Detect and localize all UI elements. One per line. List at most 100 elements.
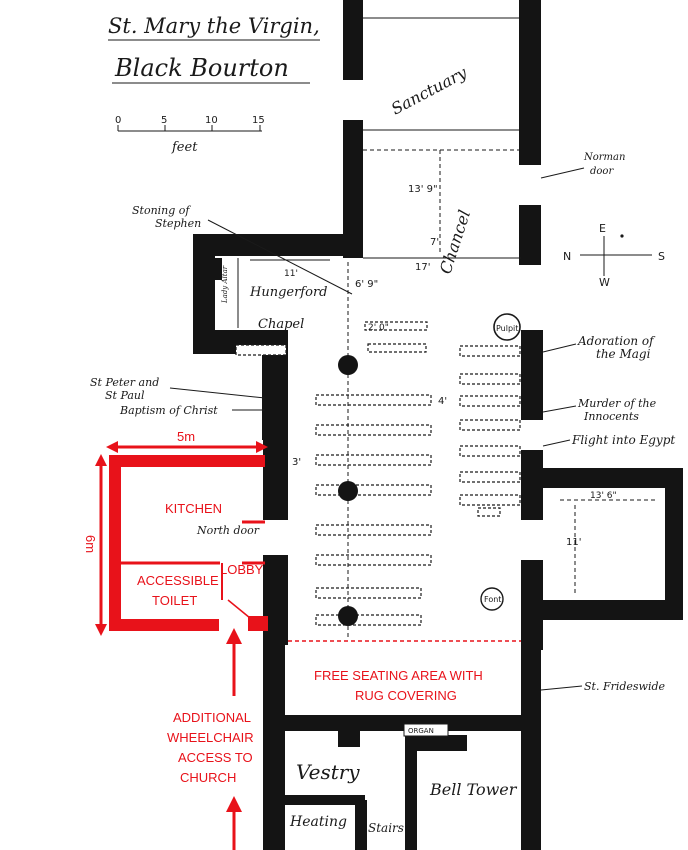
note-peter-paul-2: St Paul [105, 389, 145, 402]
pew [315, 454, 432, 466]
label-free-seating-1: FREE SEATING AREA WITH [314, 668, 483, 683]
dim-porch-depth: 11' [566, 537, 581, 548]
dim-chapel-width: 11' [284, 269, 298, 279]
note-stoning-2: Stephen [155, 217, 201, 230]
label-free-seating-2: RUG COVERING [355, 688, 457, 703]
note-adoration-2: the Magi [596, 347, 651, 361]
pew [459, 345, 521, 357]
extension-wall-bottom [109, 619, 219, 631]
label-stairs: Stairs [368, 821, 404, 835]
dim-aisle-3: 3' [292, 457, 301, 468]
note-peter-paul-1: St Peter and [90, 376, 159, 389]
scale-unit: feet [171, 140, 198, 155]
extension-wall-corner [248, 616, 268, 631]
dim-chancel-length: 13' 9" [408, 184, 438, 195]
scale-bar: 0 5 10 15 feet [115, 115, 265, 155]
note-murder-2: Innocents [583, 410, 639, 423]
proposed-extension: 5m 6m KITCHEN LOBBY ACCESSIBLE TOILET FR… [83, 429, 521, 850]
label-lobby: LOBBY [220, 562, 264, 577]
arcade-pillars [338, 262, 358, 640]
furnishings: Pulpit Font [480, 313, 521, 611]
chancel-walls [343, 0, 541, 265]
pew [364, 321, 428, 331]
nave-walls [263, 257, 543, 850]
extension-wall-left [109, 455, 121, 631]
title-block: St. Mary the Virgin, Black Bourton [108, 14, 320, 84]
font [480, 587, 504, 611]
note-baptism: Baptism of Christ [119, 404, 218, 417]
compass-w: W [599, 276, 610, 289]
label-hungerford-1: Hungerford [249, 285, 328, 300]
label-chancel: Chancel [436, 208, 474, 277]
label-6m: 6m [83, 535, 98, 553]
pew [315, 394, 432, 406]
note-norman-2: door [590, 166, 614, 177]
pew [315, 554, 432, 566]
scale-label-5: 5 [161, 115, 167, 126]
pew [459, 395, 521, 407]
label-5m: 5m [177, 429, 195, 444]
pew [459, 419, 521, 431]
label-hungerford-2: Chapel [258, 317, 304, 332]
note-norman-1: Norman [583, 152, 625, 163]
label-north-door: North door [196, 524, 260, 537]
compass-s: S [658, 250, 665, 263]
pew [459, 494, 521, 506]
compass-dot [620, 234, 624, 238]
dim-aisle-4: 4' [438, 396, 447, 407]
pillar [338, 481, 358, 501]
dim-nave-width: 17' [415, 262, 430, 273]
title-line-2: Black Bourton [114, 54, 289, 82]
pew [459, 373, 521, 385]
south-porch [541, 468, 683, 620]
note-murder-1: Murder of the [577, 397, 657, 410]
pew [315, 587, 422, 599]
scale-label-10: 10 [205, 115, 218, 126]
pew [315, 424, 432, 436]
note-stoning-1: Stoning of [132, 204, 191, 217]
dim-chancel-width: 7' [430, 237, 439, 248]
note-adoration-1: Adoration of [577, 334, 656, 348]
label-access-2: WHEELCHAIR [167, 730, 254, 745]
compass-rose: E N S W [563, 222, 665, 289]
dim-aisle-gap: 2' 0" [368, 323, 389, 333]
label-access-1: ADDITIONAL [173, 710, 251, 725]
label-access-4: CHURCH [180, 770, 236, 785]
hungerford-chapel [193, 234, 363, 440]
label-kitchen: KITCHEN [165, 501, 222, 516]
extension-wall-top [109, 455, 265, 467]
pew [315, 484, 432, 496]
pillar [338, 606, 358, 626]
note-frideswide: St. Frideswide [584, 680, 666, 693]
pew [459, 471, 521, 483]
label-toilet-2: TOILET [152, 593, 197, 608]
label-heating: Heating [289, 814, 347, 830]
pulpit [493, 313, 521, 341]
label-access-3: ACCESS TO [178, 750, 253, 765]
title-line-1: St. Mary the Virgin, [108, 14, 320, 38]
label-bell-tower: Bell Tower [429, 780, 518, 799]
scale-label-0: 0 [115, 115, 121, 126]
pews-south [459, 345, 521, 517]
pew [459, 445, 521, 457]
tower-block [285, 715, 521, 850]
label-organ: ORGAN [408, 727, 434, 735]
dim-porch-width: 13' 6" [590, 491, 617, 501]
pew [315, 524, 432, 536]
label-lady-altar: Lady Altar [221, 265, 229, 304]
compass-e: E [599, 222, 606, 235]
window-annotations: Stoning of Stephen St Peter and St Paul … [90, 152, 675, 693]
font-label: Font [484, 595, 501, 604]
pulpit-label: Pulpit [496, 324, 518, 333]
pew [477, 507, 501, 517]
label-toilet-1: ACCESSIBLE [137, 573, 219, 588]
pew [367, 343, 427, 353]
label-sanctuary: Sanctuary [388, 62, 471, 118]
pew [315, 614, 422, 626]
scale-label-15: 15 [252, 115, 265, 126]
compass-n: N [563, 250, 571, 263]
dimension-labels: 13' 9" 7' 17' 11' 6' 9" 2' 0" 4' 3' 13' … [284, 150, 617, 548]
dim-chapel-depth: 6' 9" [355, 279, 378, 290]
label-vestry: Vestry [296, 760, 360, 784]
